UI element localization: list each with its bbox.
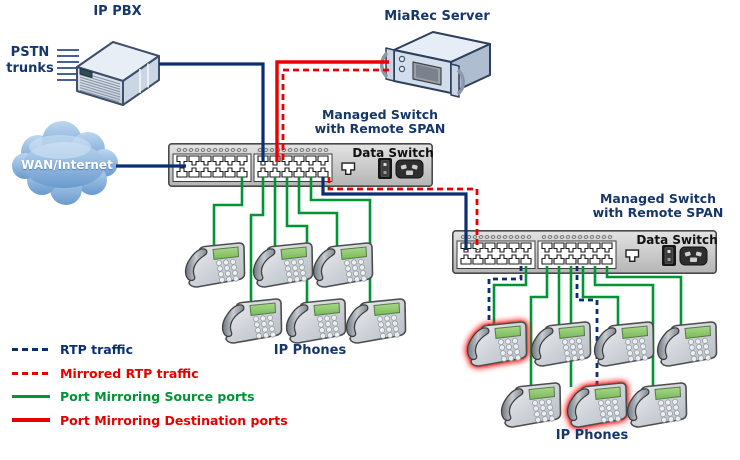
legend: RTP traffic Mirrored RTP traffic Port Mi… [12,338,288,432]
ip-phone [656,321,718,367]
legend-line-source-ports [12,395,50,399]
ip-phones-left-label: IP Phones [273,343,347,358]
ip-phone [593,321,655,367]
ip-phone [184,242,246,288]
switch1-to-switch2-uplink [321,177,468,250]
rtp-to-recorded-phone-1 [487,266,523,326]
switch2-title: Managed Switch with Remote SPAN [592,191,724,220]
legend-line-destination-ports [12,418,50,423]
ip-phone-group-left [184,242,407,344]
ip-phone [500,382,562,428]
rtp-traffic-lines [487,266,599,387]
ip-phone-recorded [566,382,628,428]
ip-phone [530,321,592,367]
ip-phone-group-right [466,321,718,428]
mirrored-rtp-to-server [281,68,389,164]
ip-phone [626,382,688,428]
ip-phone [252,242,314,288]
legend-label-source-ports: Port Mirroring Source ports [60,389,255,405]
legend-item-rtp: RTP traffic [12,338,288,362]
wan-cloud [12,121,118,205]
legend-label-rtp: RTP traffic [60,342,134,358]
legend-item-mirrored-rtp: Mirrored RTP traffic [12,362,288,386]
legend-label-destination-ports: Port Mirroring Destination ports [60,412,288,428]
mirror-destination-link [275,60,389,162]
mirrored-rtp-over-uplink [327,177,479,250]
ip-phone [345,298,407,344]
pstn-trunks-label: PSTN trunks [6,45,54,76]
ip-phone-recorded [466,321,528,367]
miarec-server-label: MiaRec Server [384,9,490,24]
ip-pbx-label: IP PBX [93,4,142,19]
pbx-to-switch1-link [159,62,265,162]
ip-phone [221,298,283,344]
legend-line-rtp [12,348,50,352]
switch1-title: Managed Switch with Remote SPAN [314,107,446,136]
ip-pbx-device [76,41,160,106]
legend-item-source-ports: Port Mirroring Source ports [12,385,288,409]
legend-item-destination-ports: Port Mirroring Destination ports [12,409,288,433]
miarec-server-device [380,31,491,98]
ip-phone [312,242,374,288]
switch2-panel-label: Data Switch [636,233,718,247]
mirror-source-lines-left [212,177,372,303]
pstn-trunk-lines [57,49,79,81]
wan-internet-label: WAN/Internet [21,158,113,172]
ip-phone [285,298,347,344]
legend-line-mirrored-rtp [12,371,50,375]
network-links-navy [116,62,468,250]
mirrored-rtp-lines [281,68,479,250]
ip-phones-right-label: IP Phones [555,428,629,443]
switch1-panel-label: Data Switch [352,146,434,160]
legend-label-mirrored-rtp: Mirrored RTP traffic [60,365,199,381]
